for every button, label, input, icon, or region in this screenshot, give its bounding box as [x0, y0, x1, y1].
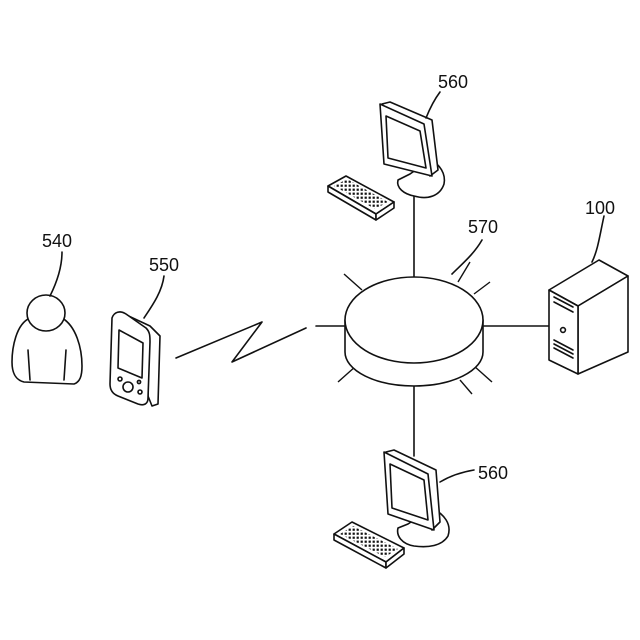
label-560-bottom: 560	[478, 463, 508, 483]
label-540: 540	[42, 231, 72, 251]
terminal-top-icon	[328, 102, 444, 220]
terminal-bottom-icon	[334, 450, 449, 568]
label-100: 100	[585, 198, 615, 218]
wireless-link-icon	[176, 322, 306, 362]
mobile-terminal-icon	[110, 312, 160, 406]
server-icon	[549, 260, 628, 374]
leader-100	[592, 216, 604, 262]
leader-570	[452, 240, 482, 274]
leader-560-top	[426, 92, 440, 118]
reference-leaders	[50, 92, 604, 482]
leader-560-bottom	[440, 470, 474, 482]
leader-550	[144, 276, 164, 318]
label-570: 570	[468, 217, 498, 237]
leader-540	[50, 252, 62, 296]
label-550: 550	[149, 255, 179, 275]
label-560-top: 560	[438, 72, 468, 92]
network-hub	[338, 262, 492, 394]
user-icon	[12, 295, 82, 384]
